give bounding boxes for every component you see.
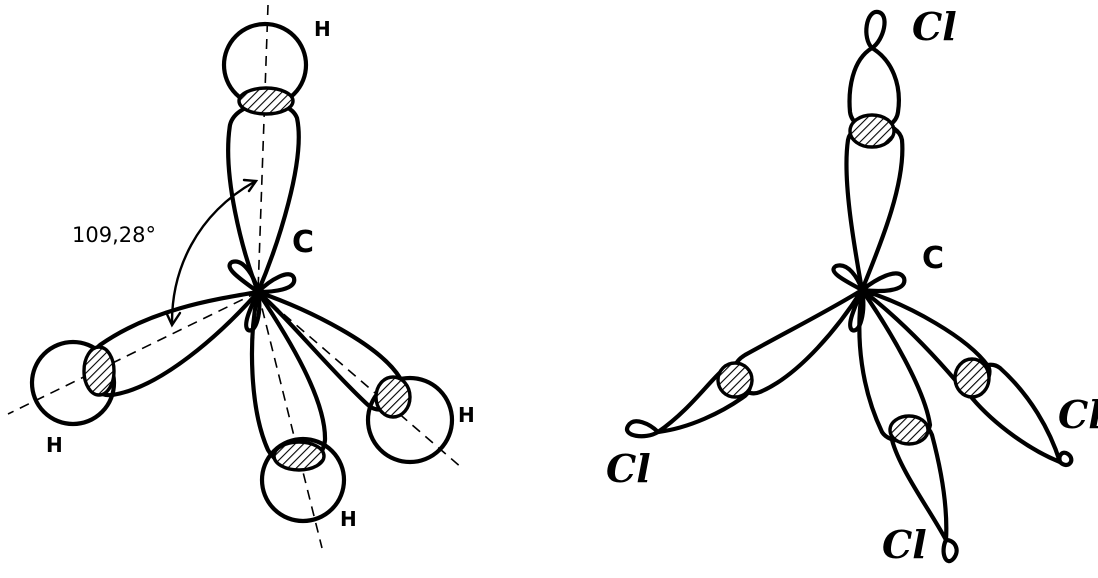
back-lobe-right	[255, 272, 297, 295]
carbon-label-left: C	[292, 225, 314, 260]
cl-label-right: Cl	[1058, 392, 1098, 437]
h-atom-left	[29, 339, 117, 427]
cl-tail-left	[624, 419, 661, 439]
cl-tail-top	[864, 9, 887, 51]
back-lobe-lower	[244, 289, 262, 333]
h-atom-bottom	[259, 436, 347, 524]
bond-angle-label: 109,28°	[72, 223, 156, 247]
cl-overlap-left	[716, 361, 754, 399]
h-label-top: H	[314, 17, 331, 41]
cl-label-top: Cl	[912, 4, 957, 49]
h-label-bottom: H	[340, 507, 357, 531]
h-label-right: H	[458, 403, 475, 427]
methane-molecule: 109,28° C H H H H	[7, 4, 475, 549]
cl-overlap-bottom	[888, 414, 930, 446]
cl-tail-right	[1057, 450, 1074, 468]
overlap-left	[82, 345, 116, 397]
h-atom-right	[365, 375, 455, 465]
c-back-lobe-left	[831, 263, 865, 293]
overlap-top	[237, 86, 295, 116]
cl-overlap-right	[953, 357, 991, 399]
cl-tail-bottom	[941, 537, 959, 564]
carbon-tetrachloride-molecule: C Cl Cl Cl Cl	[606, 4, 1098, 567]
bond-axes	[7, 4, 463, 549]
carbon-label-right: C	[922, 241, 944, 276]
c-back-lobe-right	[859, 271, 907, 294]
bond-angle-arc	[164, 178, 259, 328]
h-label-left: H	[46, 433, 63, 457]
c-back-lobe-lower	[848, 287, 866, 333]
cl-label-bottom: Cl	[882, 522, 927, 567]
back-lobe-upper-left	[227, 259, 261, 295]
overlap-right	[374, 375, 412, 419]
cl-overlap-top	[848, 113, 896, 149]
overlap-bottom	[272, 440, 326, 472]
cl-label-left: Cl	[606, 446, 651, 491]
